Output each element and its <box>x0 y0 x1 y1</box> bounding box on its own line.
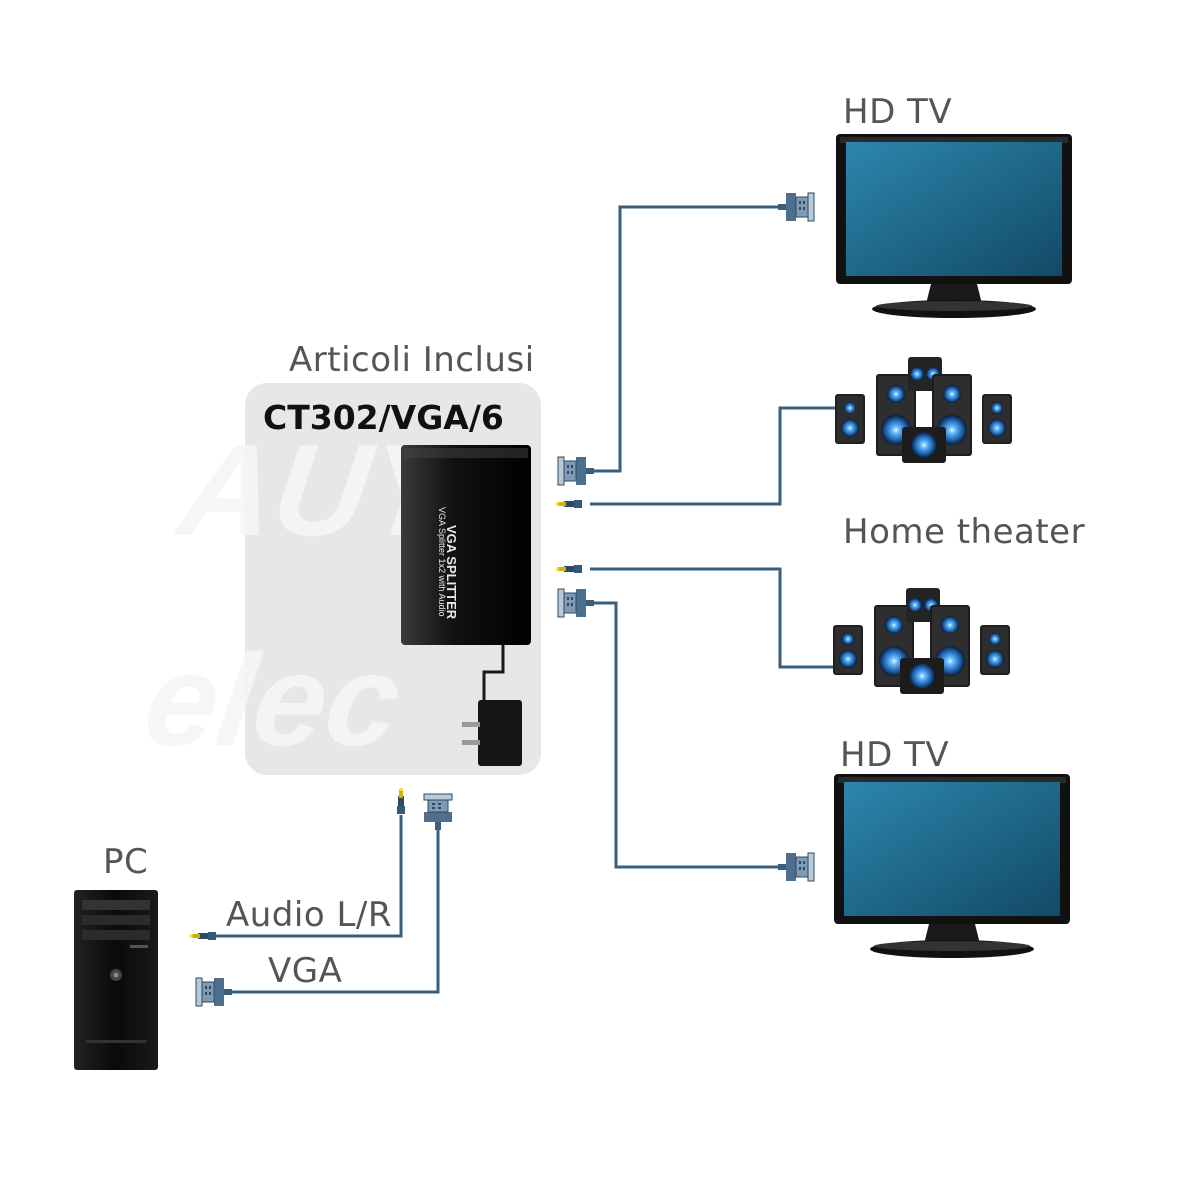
included-items-title: Articoli Inclusi <box>289 340 535 380</box>
splitter-audio-out-1 <box>556 500 582 508</box>
audio-cable-label: Audio L/R <box>226 895 392 935</box>
tv-bottom-vga-connector <box>777 852 815 882</box>
splitter-vga-out-1 <box>557 456 595 486</box>
vga-splitter-box <box>401 445 531 700</box>
hd-tv-top <box>836 134 1072 318</box>
pc-audio-jack <box>190 932 216 940</box>
splitter-vga-in <box>423 793 453 831</box>
home-theater-bottom <box>833 588 1010 694</box>
pc-vga-connector <box>195 977 233 1007</box>
vga-cable-label: VGA <box>268 951 343 991</box>
tv-top-vga-connector <box>777 192 815 222</box>
hd-tv-top-label: HD TV <box>843 92 953 132</box>
model-number: CT302/VGA/6 <box>263 398 504 437</box>
power-adapter <box>462 700 522 766</box>
splitter-vga-out-2 <box>557 588 595 618</box>
hd-tv-bottom <box>834 774 1070 958</box>
splitter-audio-in <box>397 788 405 814</box>
hd-tv-bottom-label: HD TV <box>840 735 950 775</box>
splitter-audio-out-2 <box>556 565 582 573</box>
svg-text:elec: elec <box>136 628 409 773</box>
home-theater-label: Home theater <box>843 512 1086 552</box>
pc-label: PC <box>103 842 149 882</box>
home-theater-top <box>835 357 1012 463</box>
pc-tower <box>74 890 158 1070</box>
cables <box>216 205 835 994</box>
